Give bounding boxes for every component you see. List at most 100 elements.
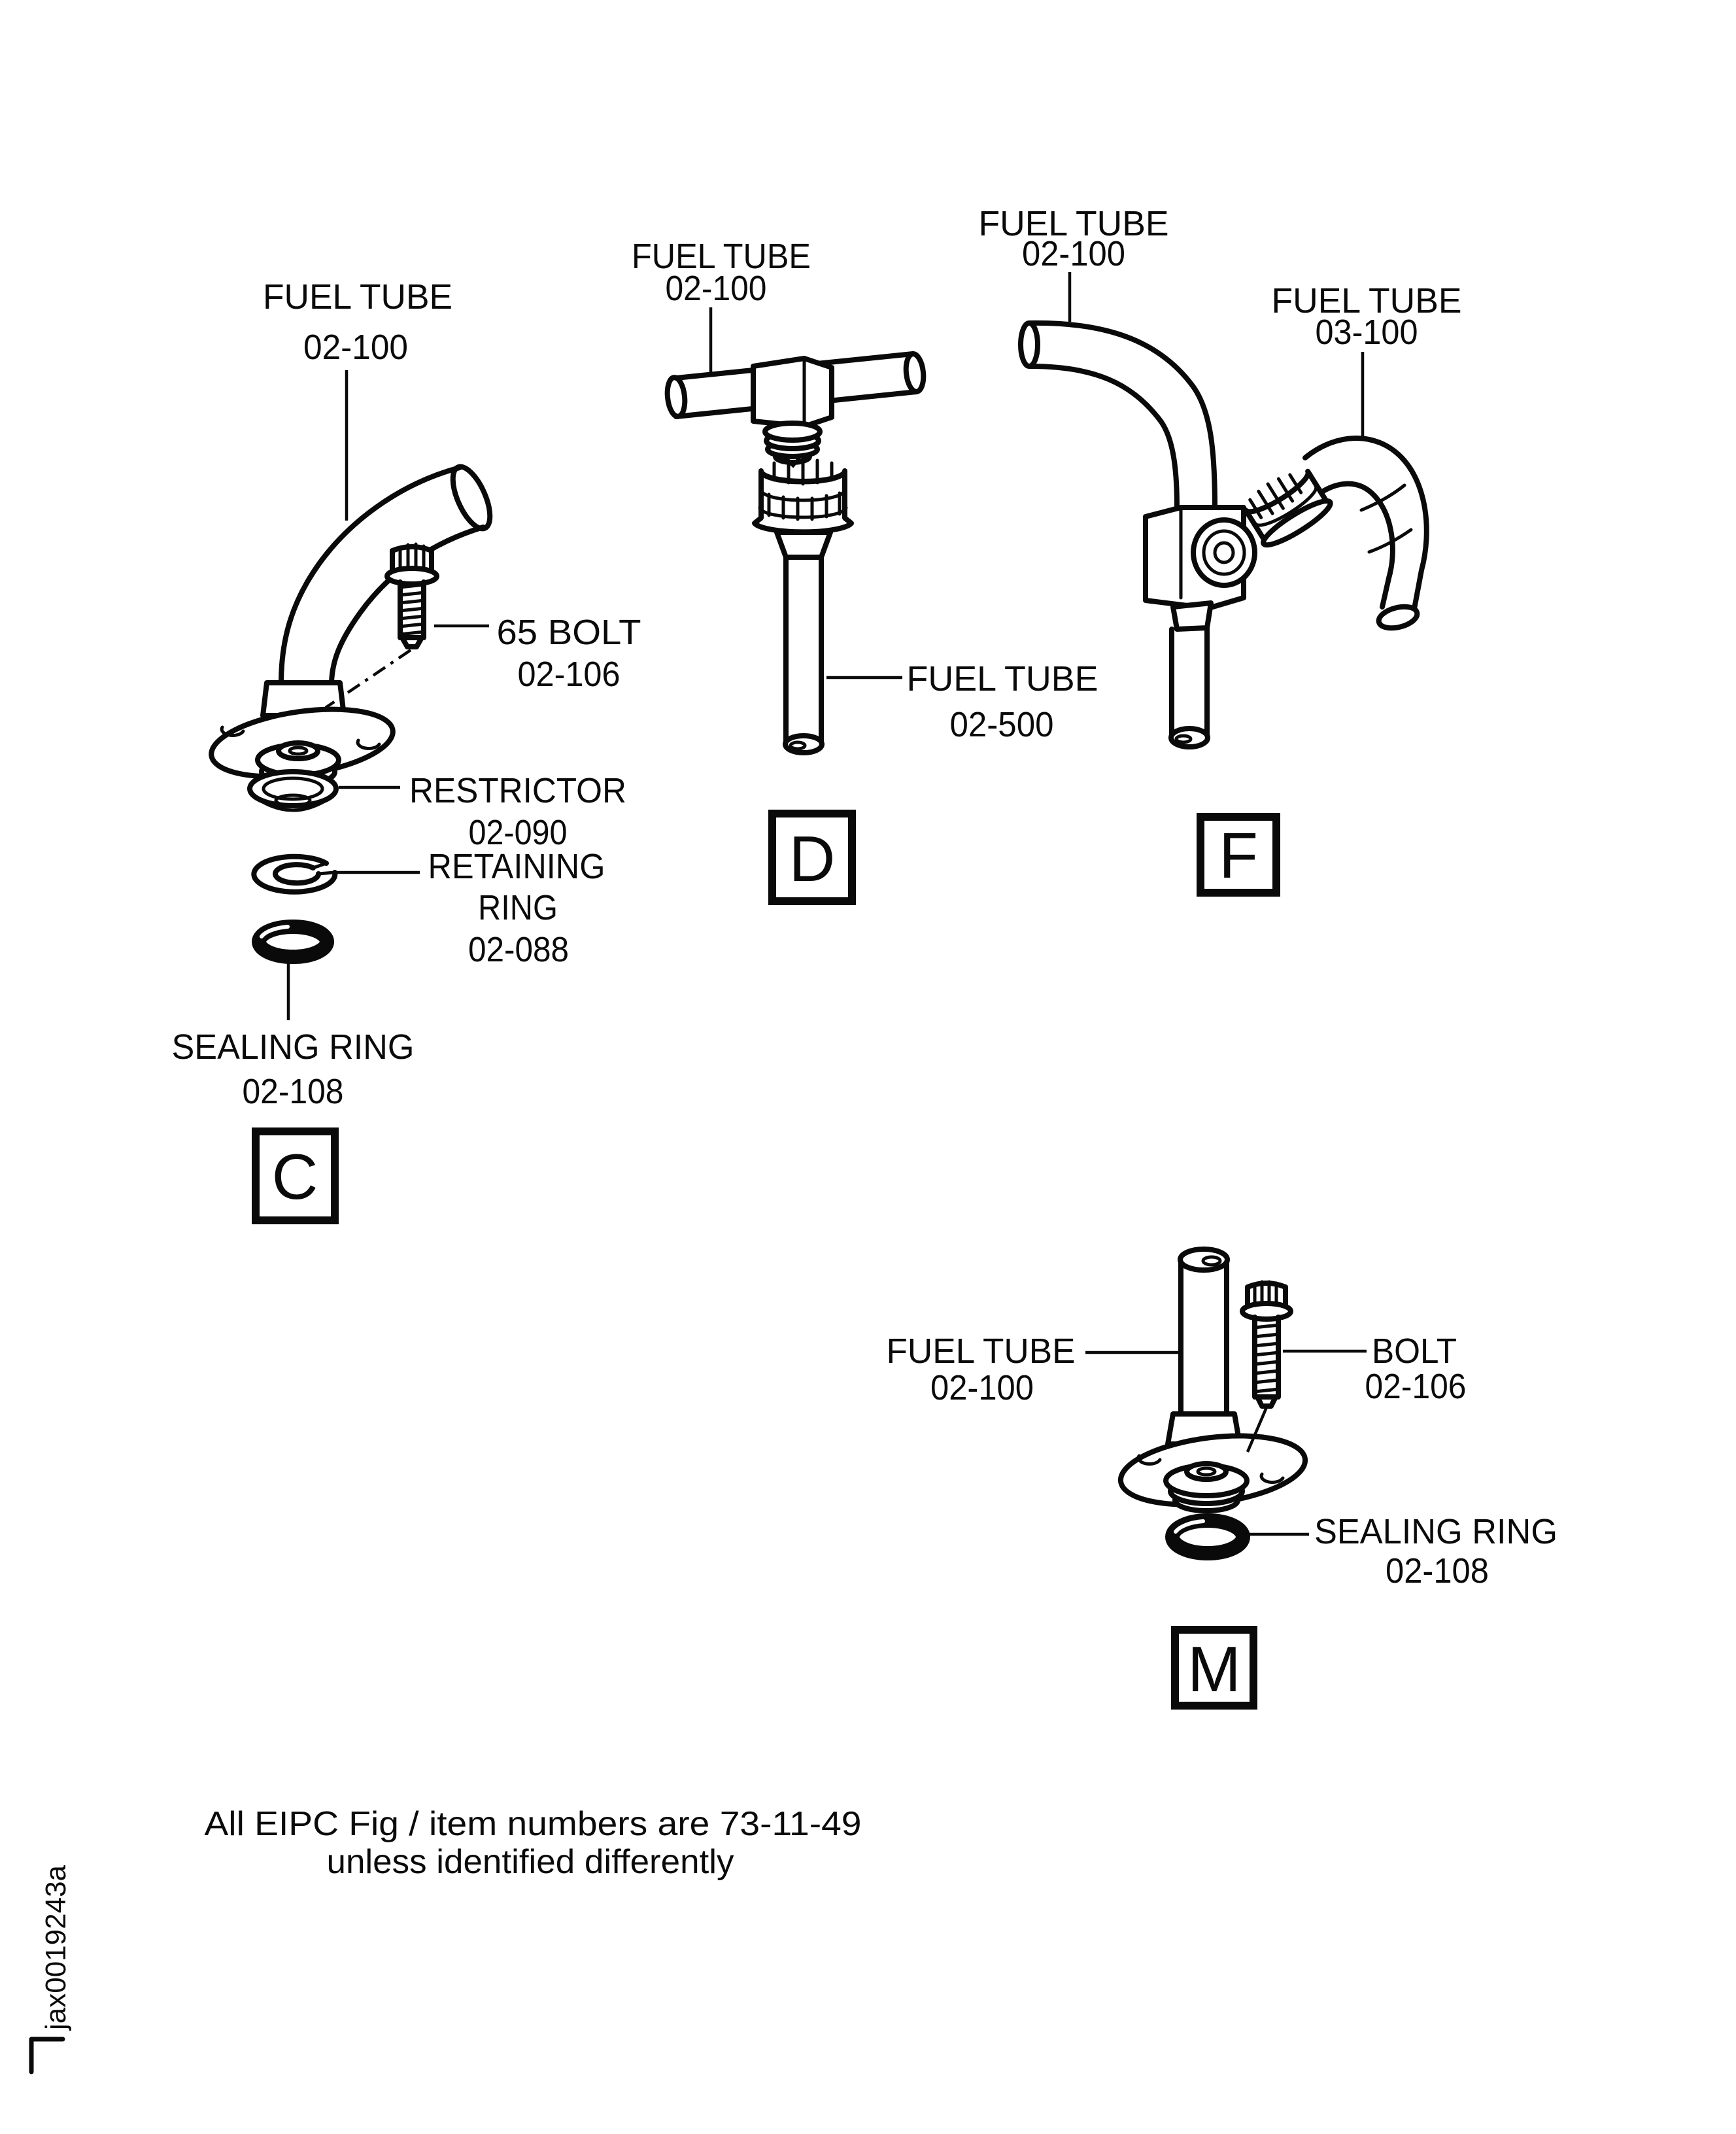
f-lower-tube: [1169, 625, 1210, 740]
d-branch-tube: [783, 555, 824, 746]
d-tube-left-cap: [664, 375, 688, 419]
d-detail-letter: D: [789, 823, 836, 895]
c-bolt-threads: [398, 583, 426, 636]
m-fuel-tube-label: FUEL TUBE: [887, 1332, 1076, 1371]
c-retaining-ring-gap-caps: [311, 861, 337, 876]
c-bolt-label: 65 BOLT: [497, 613, 641, 652]
m-leader-lines: [1085, 1349, 1367, 1536]
f-nut-castellations: [1248, 473, 1303, 519]
c-restrictor-label: RESTRICTOR: [409, 771, 626, 810]
d-tube-right-cap: [903, 351, 927, 394]
d-fuel-tube-main-label: FUEL TUBE: [632, 237, 811, 276]
c-bolt-head-ridges: [398, 542, 426, 572]
d-tee-fitting: [751, 356, 834, 429]
f-elbow-tube-cap: [1376, 604, 1420, 631]
c-fuel-tube-art: [279, 465, 486, 685]
c-tube-end-cap: [450, 464, 493, 532]
f-fuel-tube-elbow-ref: 03-100: [1316, 313, 1418, 352]
m-detail-letter: M: [1187, 1633, 1241, 1705]
m-fuel-tube-art: [1178, 1258, 1229, 1417]
f-castellated-nut: [1243, 468, 1333, 548]
m-tube-top-hole: [1201, 1255, 1222, 1267]
f-lower-tube-hole: [1174, 734, 1193, 744]
c-bolt-centerline: [324, 649, 412, 709]
m-sealing-ring-art: [1165, 1513, 1250, 1560]
f-fuel-tube-main-label: FUEL TUBE: [979, 204, 1169, 243]
c-detail-letter: C: [272, 1141, 318, 1213]
footer-note: All EIPC Fig / item numbers are 73-11-49…: [205, 1805, 862, 1881]
m-bolt-washer: [1240, 1301, 1293, 1322]
m-bolt-shank: [1252, 1315, 1281, 1400]
c-fuel-tube-ref: 02-100: [303, 328, 408, 367]
d-nut-castellations: [767, 457, 842, 521]
c-retaining-ring-outer: [251, 853, 338, 895]
c-sealing-ring-label: SEALING RING: [172, 1027, 415, 1067]
c-retaining-ring-label-2: RING: [478, 888, 558, 927]
c-restrictor-cup: [250, 793, 335, 812]
note-line-1: All EIPC Fig / item numbers are 73-11-49: [205, 1805, 862, 1843]
d-leader-lines: [709, 307, 902, 680]
c-flange-slots: [220, 725, 381, 750]
m-bolt-ref: 02-106: [1365, 1367, 1467, 1406]
note-line-2: unless identified differently: [327, 1843, 734, 1881]
drawing-number-text: jax0019243a: [40, 1865, 72, 2031]
c-bolt-washer: [384, 566, 439, 587]
m-bolt-tip: [1255, 1394, 1278, 1409]
f-fuel-tube-main-ref: 02-100: [1022, 234, 1125, 273]
f-elbow-tube-bands: [1359, 483, 1413, 554]
drawing-number: jax0019243a: [29, 1865, 72, 2074]
f-neck: [1170, 600, 1214, 632]
m-bolt-threads: [1252, 1323, 1281, 1394]
d-detail-box: [768, 810, 856, 905]
c-boss-hole-inner: [288, 746, 309, 756]
m-fuel-tube-ref: 02-100: [930, 1368, 1034, 1407]
f-fuel-tube-elbow-label: FUEL TUBE: [1272, 281, 1462, 320]
section-m: FUEL TUBE 02-100 BOLT 02-106 SEALING RIN…: [887, 1247, 1557, 1710]
m-sealing-ring-label: SEALING RING: [1314, 1512, 1557, 1551]
corner-mark: [29, 2037, 65, 2074]
m-flange-slots: [1136, 1454, 1285, 1484]
d-fuel-tube-branch-ref: 02-500: [950, 705, 1054, 744]
c-restrictor-ref: 02-090: [469, 813, 568, 852]
c-restrictor-swirl: [274, 793, 312, 808]
c-bolt-ref: 02-106: [518, 655, 621, 694]
d-nut-shoulder: [774, 530, 833, 560]
c-retaining-ring-inner: [273, 862, 322, 886]
c-boss-hole: [276, 740, 320, 761]
f-fuel-tube-art: [1027, 320, 1217, 510]
m-bolt-pointer: [1246, 1407, 1268, 1453]
d-branch-tube-hole: [789, 740, 807, 751]
m-sealing-ring-ref: 02-108: [1386, 1551, 1489, 1591]
f-tube-end-cap: [1018, 320, 1040, 369]
section-f: FUEL TUBE 02-100 FUEL TUBE 03-100 F: [979, 204, 1462, 897]
c-sealing-ring-ref: 02-108: [243, 1072, 344, 1111]
m-sealing-ring-highlight: [1174, 1519, 1205, 1534]
d-fuel-tube-main-ref: 02-100: [666, 269, 767, 308]
d-fuel-tube-branch-label: FUEL TUBE: [907, 659, 1098, 698]
d-boss-thread-1: [762, 421, 823, 443]
c-sealing-ring-highlight: [260, 925, 290, 938]
section-c: FUEL TUBE 02-100 65 BOLT 02-106 RESTRICT…: [172, 277, 641, 1224]
f-nut-skirt: [1261, 498, 1333, 548]
c-fuel-tube-label: FUEL TUBE: [263, 277, 452, 317]
c-sealing-ring-art: [252, 920, 334, 964]
f-elbow-tube-art: [1302, 436, 1429, 615]
c-detail-box: [252, 1127, 339, 1224]
f-leader-lines: [1068, 272, 1365, 438]
m-bolt-label: BOLT: [1372, 1332, 1457, 1371]
f-detail-box: [1197, 813, 1280, 897]
c-leader-lines: [286, 370, 489, 1020]
f-nut-bands: [1244, 470, 1318, 527]
f-side-port-inner: [1213, 541, 1235, 564]
m-boss-hole: [1184, 1461, 1229, 1482]
m-detail-box: [1171, 1626, 1257, 1710]
f-side-port-mid: [1202, 529, 1246, 576]
m-bolt-head-ridges: [1253, 1280, 1278, 1307]
f-detail-letter: F: [1219, 819, 1258, 891]
c-retaining-ring-label-1: RETAINING: [428, 847, 605, 886]
section-d: FUEL TUBE 02-100 FUEL TUBE 02-500 D: [632, 237, 1098, 905]
m-boss-hole-inner: [1196, 1466, 1217, 1477]
c-bolt-tip: [400, 635, 424, 649]
